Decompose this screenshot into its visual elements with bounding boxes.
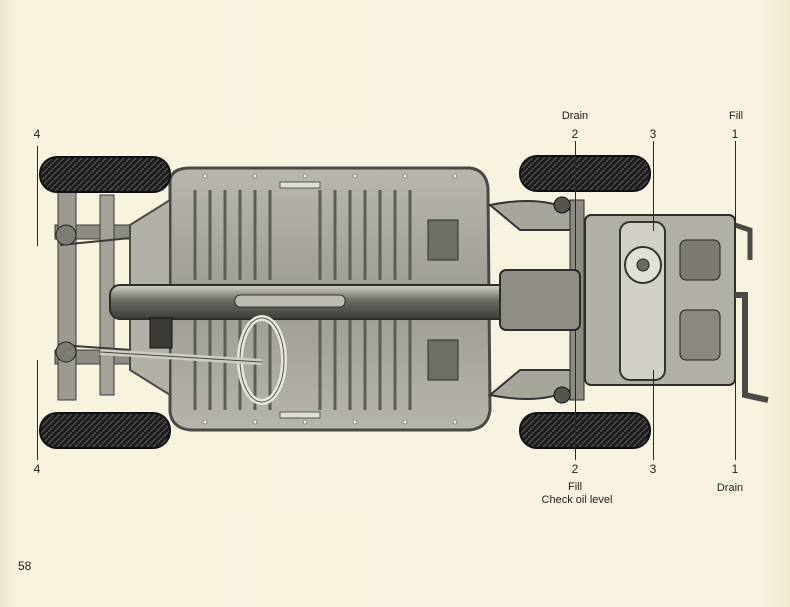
leader-line-3-top (653, 141, 654, 231)
rear-right-wheel (519, 412, 651, 449)
leader-line-2-bottom (575, 330, 576, 460)
callout-bottom-fill: Fill (567, 481, 583, 493)
number-1-bottom: 1 (731, 462, 739, 476)
number-4-top: 4 (33, 127, 41, 141)
callout-top-drain: Drain (561, 110, 589, 122)
steering-assembly (99, 315, 287, 405)
number-1-top: 1 (731, 127, 739, 141)
rear-left-wheel (519, 155, 651, 192)
leader-line-4-top (37, 146, 38, 246)
number-4-bottom: 4 (33, 462, 41, 476)
callout-bottom-check-oil: Check oil level (541, 494, 613, 506)
engine (584, 214, 769, 403)
number-3-bottom: 3 (649, 462, 657, 476)
leader-line-4-bottom (37, 360, 38, 460)
page-number: 58 (18, 559, 32, 573)
callout-bottom-drain: Drain (716, 482, 744, 494)
leader-line-1-top (735, 141, 736, 261)
front-left-wheel (39, 156, 171, 193)
number-3-top: 3 (649, 127, 657, 141)
number-2-bottom: 2 (571, 462, 579, 476)
number-2-top: 2 (571, 127, 579, 141)
leader-line-2-top (575, 141, 576, 271)
leader-line-3-bottom (653, 370, 654, 460)
leader-line-1-bottom (735, 335, 736, 460)
rear-suspension (487, 196, 585, 404)
front-right-wheel (39, 412, 171, 449)
callout-top-fill: Fill (728, 110, 744, 122)
handbrake-lever (234, 294, 346, 308)
